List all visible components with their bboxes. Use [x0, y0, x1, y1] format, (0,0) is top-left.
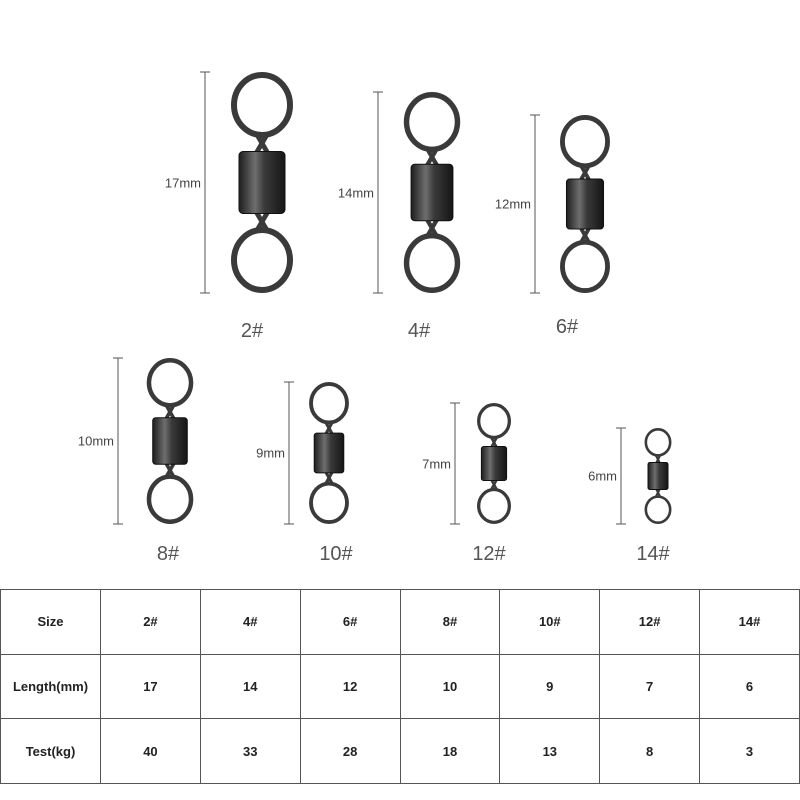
- table-cell: 28: [299, 718, 401, 784]
- size-label: 6#: [555, 316, 579, 338]
- swivel-size-illustration: 17mm 2# 14mm 4# 12mm 6# 10mm 8# 9mm 10# 7mm 12# 6mm 1…: [77, 71, 672, 565]
- table-cell: 8#: [399, 589, 501, 655]
- swivel-6: [530, 114, 610, 294]
- swivel-bottom-ring: [309, 481, 349, 524]
- length-label: 10mm: [77, 433, 114, 449]
- swivel-barrel: [480, 446, 508, 481]
- swivel-top-ring: [560, 115, 610, 169]
- table-cell: 6#: [299, 589, 401, 655]
- swivel-barrel: [238, 151, 286, 214]
- swivel-barrel: [647, 462, 669, 490]
- table-cell: 40: [100, 718, 201, 784]
- swivel-4: [373, 91, 461, 294]
- row-header: Size: [0, 589, 101, 655]
- table-cell: 14#: [699, 589, 800, 655]
- swivel-top-ring: [403, 91, 461, 153]
- swivel-top-ring: [477, 402, 511, 440]
- swivel-top-ring: [231, 72, 293, 138]
- swivel-bottom-ring: [231, 227, 293, 293]
- table-cell: 12#: [599, 589, 701, 655]
- swivel-bottom-ring: [477, 487, 511, 524]
- swivel-barrel: [565, 178, 605, 230]
- size-label: 4#: [407, 320, 431, 342]
- swivel-14: [616, 427, 672, 525]
- swivel-barrel: [313, 432, 345, 474]
- table-cell: 10#: [499, 589, 601, 655]
- table-cell: 12: [299, 653, 401, 720]
- table-cell: 4#: [199, 589, 301, 655]
- swivel-bottom-ring: [644, 495, 672, 524]
- table-cell: 9: [499, 653, 601, 720]
- swivel-top-ring: [309, 381, 349, 425]
- row-header: Test(kg): [0, 718, 101, 784]
- length-label: 6mm: [588, 468, 617, 484]
- swivel-8: [113, 357, 194, 525]
- swivel-2: [200, 71, 293, 294]
- length-label: 12mm: [494, 196, 531, 212]
- table-cell: 10: [399, 653, 501, 720]
- size-label: 10#: [319, 543, 353, 565]
- swivel-top-ring: [146, 357, 194, 408]
- length-label: 7mm: [422, 456, 451, 471]
- swivel-bottom-ring: [560, 239, 610, 293]
- swivel-bottom-ring: [146, 474, 194, 525]
- swivel-barrel: [152, 417, 188, 465]
- table-cell: 17: [100, 653, 201, 720]
- swivel-barrel: [410, 163, 454, 222]
- table-cell: 18: [399, 718, 501, 784]
- size-label: 12#: [472, 543, 506, 565]
- table-cell: 33: [199, 718, 301, 784]
- swivel-12: [450, 402, 511, 525]
- table-cell: 14: [199, 653, 301, 720]
- table-cell: 7: [599, 653, 701, 720]
- swivel-bottom-ring: [403, 232, 461, 293]
- table-cell: 3: [699, 718, 800, 784]
- size-label: 14#: [636, 543, 670, 565]
- table-cell: 6: [699, 653, 800, 720]
- size-label: 8#: [156, 543, 180, 565]
- swivel-drawings: [113, 71, 672, 525]
- length-label: 17mm: [164, 175, 201, 190]
- swivel-10: [284, 381, 349, 525]
- table-cell: 8: [599, 718, 701, 784]
- row-header: Length(mm): [0, 653, 101, 720]
- length-label: 9mm: [256, 445, 285, 461]
- length-label: 14mm: [337, 185, 374, 200]
- size-label: 2#: [240, 320, 264, 342]
- table-cell: 13: [499, 718, 601, 784]
- table-cell: 2#: [100, 589, 201, 655]
- swivel-top-ring: [644, 427, 672, 457]
